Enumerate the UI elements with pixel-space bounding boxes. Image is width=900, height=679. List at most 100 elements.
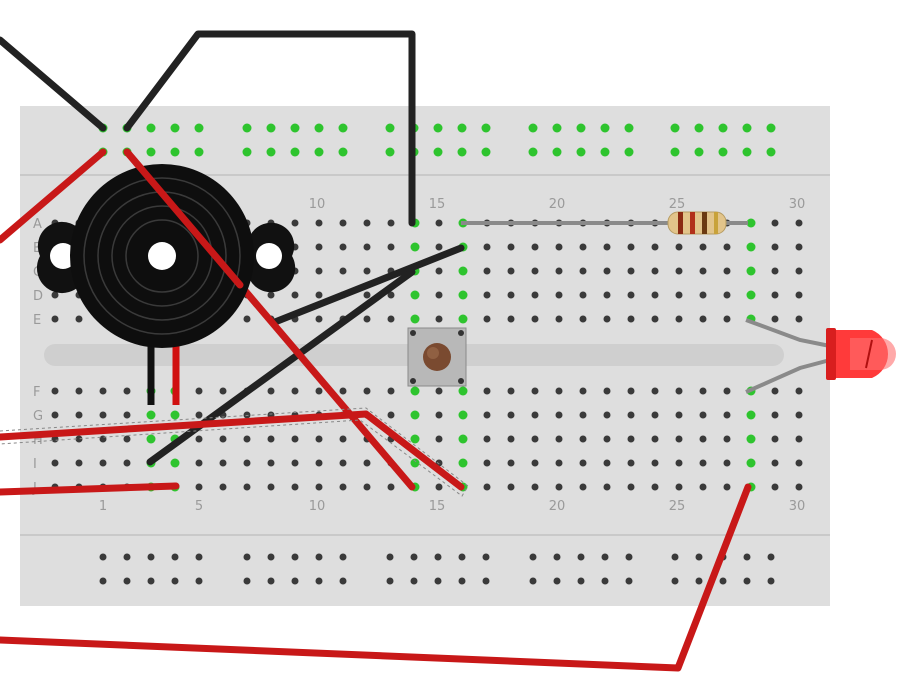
power-rail-hole [147, 577, 155, 585]
breadboard-hole [195, 483, 203, 491]
power-rail-hole [410, 577, 418, 585]
breadboard-hole [146, 434, 156, 444]
power-rail-hole [123, 553, 131, 561]
breadboard-hole [315, 483, 323, 491]
breadboard-hole [123, 459, 131, 467]
breadboard-hole [746, 290, 756, 300]
breadboard-hole [315, 267, 323, 275]
power-rail-hole [482, 553, 490, 561]
breadboard-hole [699, 483, 707, 491]
breadboard-hole [435, 387, 443, 395]
breadboard-hole [723, 411, 731, 419]
breadboard-hole [723, 315, 731, 323]
push-button [407, 327, 467, 387]
power-rail-hole [742, 123, 752, 133]
breadboard-hole [603, 387, 611, 395]
breadboard-hole [363, 387, 371, 395]
breadboard-hole [507, 459, 515, 467]
power-rail-hole [386, 577, 394, 585]
breadboard-hole [771, 483, 779, 491]
power-rail-hole [553, 553, 561, 561]
power-rail-hole [291, 553, 299, 561]
breadboard-hole [99, 411, 107, 419]
breadboard-hole [771, 315, 779, 323]
power-rail-hole [528, 147, 538, 157]
breadboard-hole [746, 410, 756, 420]
breadboard-hole [507, 243, 515, 251]
breadboard-hole [555, 243, 563, 251]
breadboard-hole [267, 291, 275, 299]
breadboard-hole [579, 459, 587, 467]
breadboard-hole [410, 242, 420, 252]
power-rail-hole [624, 123, 634, 133]
col-label-1-bottom: 1 [99, 499, 107, 514]
breadboard-hole [675, 435, 683, 443]
breadboard-hole [675, 411, 683, 419]
power-rail-hole [290, 147, 300, 157]
breadboard-hole [507, 291, 515, 299]
wire-black-top-2 [123, 30, 416, 227]
breadboard-hole [699, 459, 707, 467]
breadboard-hole [410, 386, 420, 396]
power-rail-hole [385, 147, 395, 157]
breadboard-hole [51, 315, 59, 323]
power-rail-hole [695, 577, 703, 585]
breadboard-hole [699, 411, 707, 419]
breadboard-hole [123, 411, 131, 419]
breadboard-hole [795, 315, 803, 323]
power-rail-hole [410, 553, 418, 561]
breadboard-hole [771, 243, 779, 251]
breadboard-hole [219, 483, 227, 491]
breadboard-hole [531, 267, 539, 275]
power-rail-hole [481, 123, 491, 133]
breadboard-hole [458, 386, 468, 396]
wire-red-bottom-loop [0, 483, 752, 672]
breadboard-hole [483, 387, 491, 395]
breadboard-hole [363, 483, 371, 491]
breadboard-hole [219, 459, 227, 467]
breadboard-hole [771, 267, 779, 275]
breadboard-hole [531, 483, 539, 491]
breadboard-hole [651, 387, 659, 395]
breadboard-hole [555, 483, 563, 491]
power-rail-hole [267, 553, 275, 561]
breadboard-hole [531, 459, 539, 467]
breadboard-hole [315, 435, 323, 443]
power-rail-hole [195, 577, 203, 585]
breadboard-hole [675, 483, 683, 491]
breadboard-hole [75, 411, 83, 419]
breadboard-hole [75, 459, 83, 467]
power-rail-hole [601, 577, 609, 585]
power-rail-hole [458, 553, 466, 561]
breadboard-hole [458, 410, 468, 420]
power-rail-hole [242, 147, 252, 157]
breadboard-hole [51, 459, 59, 467]
row-label-b: B [33, 241, 42, 256]
breadboard-hole [267, 387, 275, 395]
breadboard-hole [531, 291, 539, 299]
power-rail-hole [718, 123, 728, 133]
power-rail-hole [314, 123, 324, 133]
breadboard-hole [579, 315, 587, 323]
breadboard-hole [170, 458, 180, 468]
breadboard-hole [219, 387, 227, 395]
power-rail-hole [266, 147, 276, 157]
power-rail-hole [194, 147, 204, 157]
breadboard-hole [746, 218, 756, 228]
power-rail-hole [243, 553, 251, 561]
breadboard-hole [458, 266, 468, 276]
power-rail-hole [99, 553, 107, 561]
breadboard-hole [51, 387, 59, 395]
breadboard-hole [410, 290, 420, 300]
wire-red-horizontal-1 [0, 410, 465, 491]
col-label-30-top: 30 [789, 197, 806, 212]
power-rail-hole [767, 553, 775, 561]
breadboard-hole [75, 435, 83, 443]
breadboard-hole [170, 410, 180, 420]
breadboard-hole [51, 411, 59, 419]
breadboard-hole [603, 315, 611, 323]
col-label-10-top: 10 [309, 197, 326, 212]
power-rail-hole [766, 147, 776, 157]
power-rail-hole [482, 577, 490, 585]
breadboard-hole [603, 243, 611, 251]
